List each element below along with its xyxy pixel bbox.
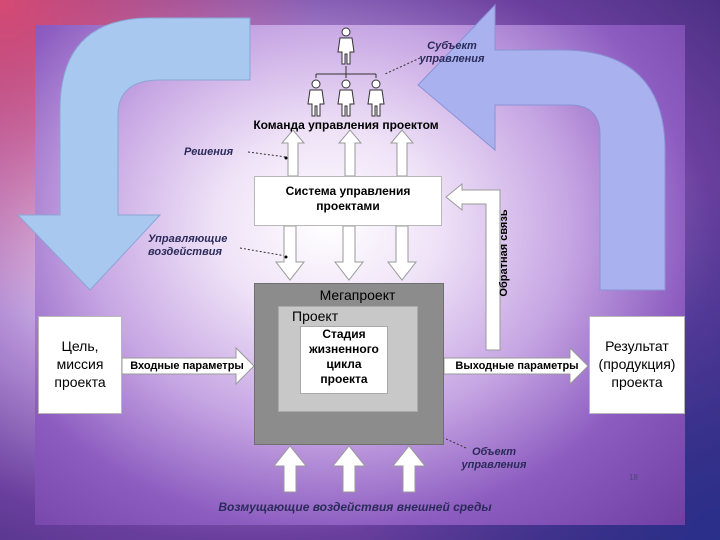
result-box — [589, 316, 685, 414]
feedback-label: Обратная связь — [498, 209, 510, 297]
result-label: Результат (продукция) проекта — [598, 338, 676, 390]
decisions-leader-line — [247, 151, 287, 158]
env-up-arrow — [331, 445, 367, 493]
big-curved-arrow-left — [16, 17, 251, 291]
person-icon — [307, 79, 325, 117]
down-arrow — [274, 225, 306, 281]
input-params-arrow — [121, 346, 255, 386]
object-label: Объект управления — [461, 446, 527, 471]
megaproject-label: Мегапроект — [319, 287, 396, 303]
output-params-arrow — [443, 346, 589, 386]
lifecycle-label: Стадия жизненного цикла проекта — [309, 327, 379, 386]
dot-marker — [284, 255, 288, 259]
control-actions-label: Управляющие воздействия — [148, 233, 228, 258]
env-label: Возмущающие воздействия внешней среды — [218, 500, 492, 514]
env-up-arrow — [391, 445, 427, 493]
output-params-label: Выходные параметры — [455, 360, 579, 372]
dot-marker — [284, 156, 288, 160]
team-connector — [315, 66, 377, 78]
actions-leader-line — [239, 247, 287, 257]
subject-label: Субъект управления — [419, 40, 485, 65]
down-arrow — [386, 225, 418, 281]
person-icon — [337, 79, 355, 117]
subject-leader-line — [384, 57, 421, 75]
feedback-arrow — [445, 182, 501, 351]
env-up-arrow — [272, 445, 308, 493]
up-arrow — [337, 129, 363, 177]
person-icon — [367, 79, 385, 117]
team-label: Команда управления проектом — [253, 118, 439, 132]
decisions-label: Решения — [184, 146, 234, 158]
page-number: 18 — [629, 473, 638, 482]
control-system-label: Система управления проектами — [285, 184, 411, 213]
lifecycle-box — [300, 326, 388, 394]
up-arrow — [389, 129, 415, 177]
up-arrow — [280, 129, 306, 177]
goal-box — [38, 316, 122, 414]
input-params-label: Входные параметры — [130, 360, 244, 372]
control-system-box — [254, 176, 442, 226]
down-arrow — [333, 225, 365, 281]
big-curved-arrow-right — [417, 3, 666, 291]
person-icon — [337, 27, 355, 65]
project-label: Проект — [292, 308, 339, 324]
goal-label: Цель, миссия проекта — [54, 338, 106, 390]
